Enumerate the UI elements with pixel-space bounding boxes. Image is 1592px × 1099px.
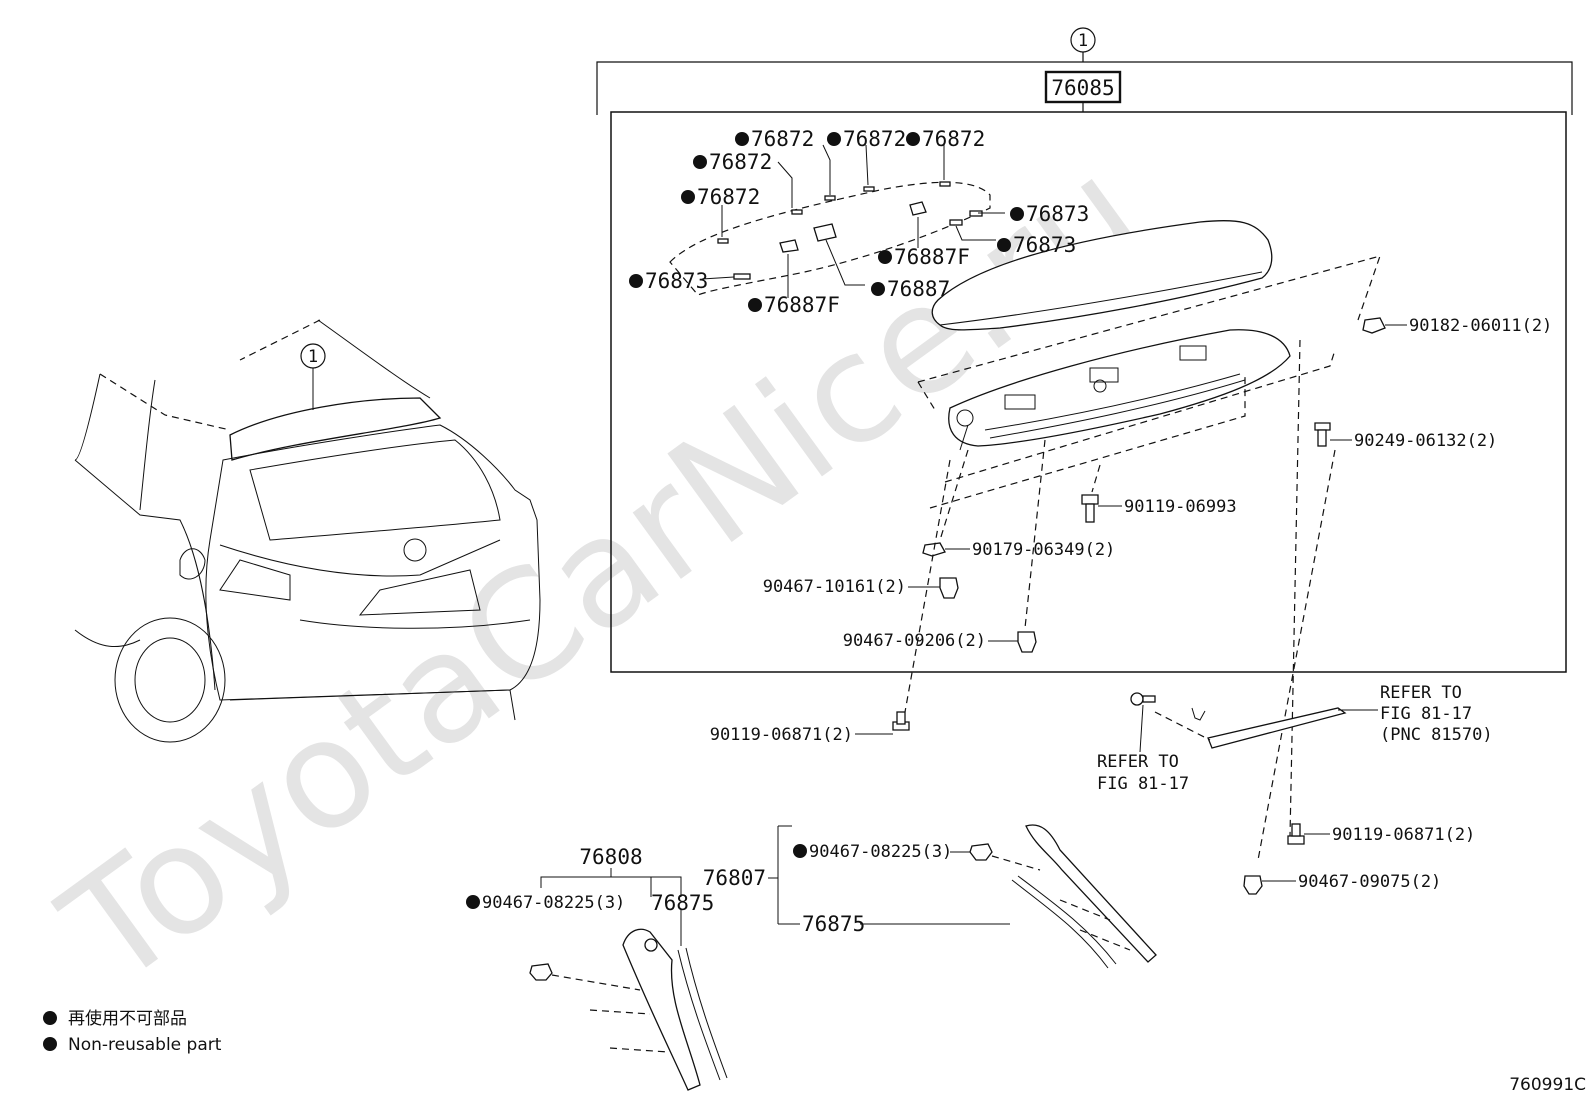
watermark: ToyotaCarNice.ru [33, 126, 1172, 1020]
nonreusable-dot [997, 238, 1011, 252]
callout-76875-a: 76875 [651, 891, 714, 915]
callout-90467-09206: 90467-09206(2) [843, 631, 986, 651]
refer-note-right-line3: (PNC 81570) [1380, 725, 1493, 745]
callout-76887f-b: 76887F [764, 293, 840, 317]
assembly-code: 76085 [1051, 76, 1114, 100]
callout-76873-a: 76873 [1026, 202, 1089, 226]
callout-90119-06993: 90119-06993 [1124, 497, 1237, 517]
callout-90179: 90179-06349(2) [972, 540, 1115, 560]
callout-90467-08225-a: 90467-08225(3) [482, 893, 625, 913]
refer-note-right-line2: FIG 81-17 [1380, 704, 1472, 724]
assembly-code-box [1044, 70, 1122, 104]
legend: 再使用不可部品 Non-reusable part [43, 1008, 222, 1055]
callout-90467-08225-b: 90467-08225(3) [809, 842, 952, 862]
nonreusable-dot [681, 190, 695, 204]
nonreusable-dot [735, 132, 749, 146]
nonreusable-dot [793, 844, 807, 858]
fasteners [904, 317, 1407, 861]
callout-90119-06871-a: 90119-06871(2) [710, 725, 853, 745]
callout-76872-c: 76872 [922, 127, 985, 151]
nonreusable-dot [906, 132, 920, 146]
nonreusable-dot [629, 274, 643, 288]
callout-76887: 76887 [887, 277, 950, 301]
nonreusable-dot [871, 282, 885, 296]
refer-note-left-line2: FIG 81-17 [1097, 774, 1189, 794]
nonreusable-dot [1010, 207, 1024, 221]
callout-76807: 76807 [703, 866, 766, 890]
callout-labels: 76872 76872 76872 76872 76872 76873 7687… [466, 127, 1552, 936]
legend-dot [43, 1011, 57, 1025]
spoiler-sticker-layout [669, 181, 991, 296]
lower-fasteners [855, 711, 1330, 895]
vehicle-ref-number: 1 [308, 347, 318, 367]
callout-90119-06871-b: 90119-06871(2) [1332, 825, 1475, 845]
refer-note-left-line1: REFER TO [1097, 752, 1179, 772]
nonreusable-dot [878, 250, 892, 264]
assembly-frame [610, 111, 1567, 673]
nonreusable-dot [693, 155, 707, 169]
callout-76872-d: 76872 [709, 150, 772, 174]
callout-90467-09075: 90467-09075(2) [1298, 872, 1441, 892]
nonreusable-dot [827, 132, 841, 146]
callout-76875-b: 76875 [802, 912, 865, 936]
refer-components [1130, 692, 1378, 753]
nonreusable-dot [748, 298, 762, 312]
assembly-header: 1 76085 [596, 27, 1573, 115]
assembly-ref-number: 1 [1078, 31, 1088, 51]
callout-76887f-a: 76887F [894, 245, 970, 269]
stop-lamp-mount [948, 329, 1291, 451]
callout-90467-10161: 90467-10161(2) [763, 577, 906, 597]
callout-76873-b: 76873 [1013, 233, 1076, 257]
callout-76872-e: 76872 [697, 185, 760, 209]
figure-code: 760991C [1509, 1075, 1586, 1095]
callout-76872-a: 76872 [751, 127, 814, 151]
callout-90182: 90182-06011(2) [1409, 316, 1552, 336]
refer-note-right-line1: REFER TO [1380, 683, 1462, 703]
nonreusable-dot [466, 895, 480, 909]
callout-90249: 90249-06132(2) [1354, 431, 1497, 451]
callout-76808: 76808 [579, 845, 642, 869]
callout-76872-b: 76872 [843, 127, 906, 151]
pillar-cover-76807 [768, 824, 1157, 969]
sticker-leaders [701, 144, 1005, 298]
callout-76873-c: 76873 [645, 269, 708, 293]
legend-english: Non-reusable part [68, 1035, 222, 1055]
legend-japanese: 再使用不可部品 [68, 1008, 187, 1029]
vehicle-rear-view: 1 [74, 319, 541, 743]
pillar-cover-76808 [529, 868, 728, 1091]
legend-dot [43, 1037, 57, 1051]
spoiler-body [931, 219, 1273, 331]
